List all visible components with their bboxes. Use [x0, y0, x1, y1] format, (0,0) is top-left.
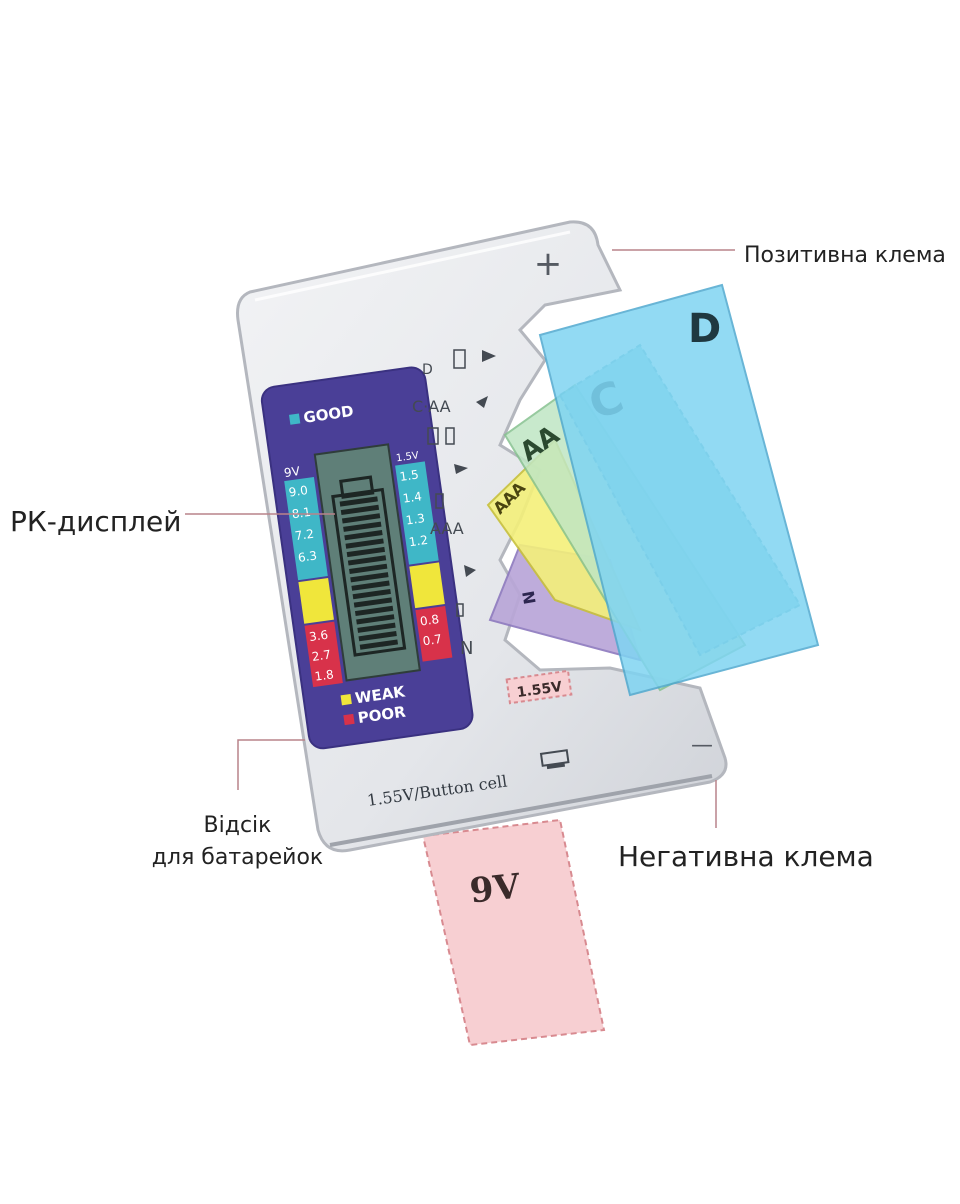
- battery-c-icon: [427, 427, 439, 445]
- right-scale-header: 1.5V: [395, 450, 419, 464]
- left-scale-value: 7.2: [294, 527, 315, 544]
- battery-level-segment: [343, 521, 382, 532]
- battery-level-segment: [357, 622, 396, 633]
- right-scale-value: 0.8: [419, 612, 440, 629]
- negative-terminal-label: Негативна клема: [618, 840, 874, 873]
- battery-level-segment: [353, 597, 393, 608]
- battery-level-segment: [346, 546, 386, 558]
- right-scale-value: 1.2: [408, 533, 429, 550]
- battery-compartment-label-line1: Відсік: [203, 813, 272, 838]
- battery-level-segment: [345, 538, 384, 549]
- battery-compartment-label: Відсік для батарейок: [150, 810, 325, 874]
- battery-level-segment: [349, 563, 388, 574]
- lcd-display-label: РК-дисплей: [10, 505, 182, 538]
- card-d-label: D: [688, 306, 721, 352]
- slot-label-aaa: AAA: [430, 519, 464, 538]
- compartment-callout-line: [237, 739, 305, 790]
- right-scale-value: 1.4: [402, 489, 423, 506]
- nine-volt-card-label: 9V: [468, 866, 523, 911]
- slot-label-n: N: [460, 638, 473, 659]
- battery-level-bars: [339, 496, 399, 650]
- left-scale-value: 9.0: [288, 483, 309, 500]
- arrow-d-icon: [482, 350, 496, 362]
- battery-level-segment: [350, 572, 389, 583]
- slot-labels: D C·AA AAA N: [412, 349, 496, 659]
- battery-level-segment: [351, 580, 390, 591]
- battery-d-icon: [453, 349, 466, 369]
- button-cell-voltage: 1.55V: [516, 679, 563, 701]
- card-n-label: N: [518, 589, 539, 605]
- arrow-c-aa-icon: [476, 396, 488, 408]
- negative-terminal-sign: —: [691, 733, 713, 758]
- left-scale-value: 2.7: [311, 647, 332, 664]
- right-scale-value: 1.5: [399, 467, 420, 484]
- battery-level-segment: [359, 639, 399, 650]
- battery-level-segment: [354, 605, 394, 617]
- positive-terminal-sign: +: [534, 244, 563, 284]
- left-scale-value: 1.8: [314, 667, 335, 684]
- battery-level-icon: [331, 475, 407, 657]
- callout-lines: [185, 249, 735, 828]
- battery-level-segment: [352, 588, 391, 600]
- battery-size-cards: N AAA AA C D: [486, 283, 820, 697]
- positive-terminal-label: Позитивна клема: [744, 243, 946, 268]
- right-scale-value: 0.7: [422, 632, 443, 649]
- battery-level-segment: [341, 513, 381, 524]
- battery-level-segment: [356, 614, 395, 625]
- battery-level-segment: [347, 555, 387, 566]
- arrow-aa-icon: [454, 464, 468, 474]
- battery-level-segment: [344, 530, 383, 541]
- slot-label-d: D: [422, 362, 433, 378]
- battery-compartment-label-line2: для батарейок: [151, 845, 324, 870]
- battery-aa-icon: [445, 427, 455, 445]
- left-scale-header: 9V: [283, 464, 301, 480]
- battery-level-segment: [358, 631, 397, 642]
- left-scale-value: 6.3: [297, 548, 318, 565]
- lcd-display: GOOD 9V 1.5V 9.0 8.1 7.2 6.3 3.6 2.7 1.8…: [260, 366, 474, 750]
- battery-n-icon: [456, 603, 464, 617]
- right-scale-value: 1.3: [405, 511, 426, 528]
- left-scale-value: 3.6: [308, 628, 329, 645]
- battery-level-segment: [340, 504, 380, 516]
- nine-volt-card: 9V: [421, 818, 606, 1047]
- card-d: D: [538, 283, 820, 697]
- slot-label-c-aa: C·AA: [412, 397, 451, 416]
- battery-aaa-icon: [435, 493, 444, 509]
- arrow-aaa-icon: [464, 565, 476, 577]
- left-scale-value: 8.1: [291, 505, 312, 522]
- button-cell-icon: [539, 749, 570, 770]
- battery-level-segment: [339, 496, 378, 507]
